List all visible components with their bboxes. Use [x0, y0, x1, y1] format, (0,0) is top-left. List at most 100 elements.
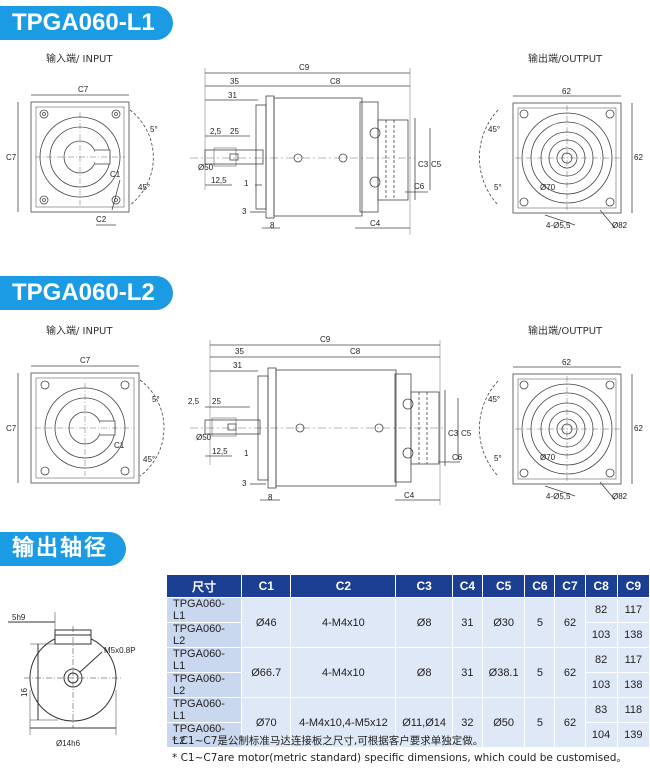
l2-side-body	[190, 340, 460, 505]
cell-c6: 5	[524, 647, 556, 698]
dim-c4-l2: C4	[404, 491, 415, 500]
dim-angle-5-out-l2: 5°	[494, 454, 502, 463]
l1-output-flange	[479, 95, 633, 229]
dim-angle-5: 5°	[150, 125, 158, 134]
dim-62-top-l2: 62	[562, 358, 571, 367]
dim-phi82-l2: Ø82	[612, 492, 628, 501]
table-row: TPGA060-L2 104 139	[165, 722, 650, 748]
dim-c3-l2: C3	[448, 429, 459, 438]
model-cell: TPGA060-L1	[165, 597, 243, 623]
dim-8: 8	[270, 221, 275, 230]
shaft-diameter: Ø14h6	[56, 739, 81, 748]
l2-input-flange	[17, 365, 165, 484]
dim-phi70: Ø70	[540, 183, 556, 192]
note-en: * C1~C7are motor(metric standard) specif…	[172, 752, 627, 764]
dim-31: 31	[228, 91, 237, 100]
dim-c8: C8	[330, 77, 341, 86]
table-row: TPGA060-L1 Ø66.7 4-M4x10 Ø8 31 Ø38.1 5 6…	[165, 647, 650, 698]
dim-3-l2: 3	[242, 479, 247, 488]
dim-62-top: 62	[562, 87, 571, 96]
dim-angle-5-out: 5°	[494, 183, 502, 192]
dim-c6: C6	[414, 182, 425, 191]
cell-c7: 62	[554, 647, 586, 698]
dim-35-l2: 35	[235, 347, 244, 356]
cell-c9: 139	[616, 722, 650, 748]
spec-table: 尺寸 C1 C2 C3 C4 C5 C6 C7 C8 C9 TPGA060-L1…	[165, 574, 650, 748]
header-size: 尺寸	[165, 574, 243, 598]
cell-c8: 103	[584, 622, 618, 648]
dim-c6-l2: C6	[452, 453, 463, 462]
table-row: TPGA060-L1 Ø70 4-M4x10,4-M5x12 Ø11,Ø14 3…	[165, 697, 650, 748]
dim-62-side-l2: 62	[634, 424, 643, 433]
cell-c9: 138	[616, 672, 650, 698]
note-cn: * C1~C7是公制标准马达连接板之尺寸,可根据客户要求单独定做。	[172, 735, 484, 747]
shaft-height: 16	[20, 688, 29, 697]
header-c4: C4	[451, 574, 483, 598]
dim-phi50-l2: Ø50	[196, 433, 212, 442]
cell-c9: 138	[616, 622, 650, 648]
dim-2-5-l2: 2,5	[188, 397, 200, 406]
cell-c8: 83	[584, 697, 618, 723]
output-view-label: 输出端/OUTPUT	[528, 54, 603, 65]
header-c2: C2	[290, 574, 397, 598]
output-view-label-l2: 输出端/OUTPUT	[528, 326, 603, 337]
cell-c4: 31	[451, 647, 483, 698]
cell-c9: 117	[616, 597, 650, 623]
dim-c7-side: C7	[6, 153, 17, 162]
dim-angle-45-out: 45°	[488, 125, 500, 134]
cell-c3: Ø11,Ø14	[395, 697, 453, 748]
cell-c8: 82	[584, 597, 618, 623]
l1-dim-text: C7 C7 C1 C2 5° 45° C9 35 C8 31 2,5 25 Ø5…	[6, 63, 643, 230]
model-cell: TPGA060-L2	[165, 722, 243, 748]
l2-dim-text: C7 C7 C1 5° 45° C9 35 C8 31 2,5 25 Ø50 1…	[6, 335, 643, 502]
table-row: TPGA060-L2 103 138	[165, 622, 650, 648]
cell-c3: Ø8	[395, 597, 453, 648]
shaft-thread: M5x0.8P	[104, 646, 136, 655]
l1-side-body	[190, 68, 431, 235]
dim-25-l2: 25	[212, 397, 221, 406]
model-cell: TPGA060-L1	[165, 697, 243, 723]
dim-62-side: 62	[634, 153, 643, 162]
dim-12-5: 12,5	[211, 176, 227, 185]
header-c1: C1	[241, 574, 292, 598]
dim-angle-5-l2: 5°	[152, 395, 160, 404]
dim-c4: C4	[370, 219, 381, 228]
table-header-row: 尺寸 C1 C2 C3 C4 C5 C6 C7 C8 C9	[165, 574, 650, 598]
cell-c2: 4-M4x10,4-M5x12	[290, 697, 397, 748]
cell-c4: 31	[451, 597, 483, 648]
dim-c1: C1	[110, 170, 121, 179]
dim-phi50: Ø50	[198, 163, 214, 172]
shaft-key-width: 5h9	[12, 613, 26, 622]
section-title-shaft: 输出轴径	[0, 532, 127, 566]
dim-3: 3	[242, 207, 247, 216]
cell-c5: Ø30	[481, 597, 526, 648]
header-c3: C3	[395, 574, 453, 598]
cell-c2: 4-M4x10	[290, 647, 397, 698]
cell-c5: Ø38.1	[481, 647, 526, 698]
cell-c7: 62	[554, 597, 586, 648]
dim-1: 1	[244, 179, 249, 188]
header-c9: C9	[616, 574, 650, 598]
cell-c9: 117	[616, 647, 650, 673]
cell-c1: Ø70	[241, 697, 292, 748]
dim-holes: 4-Ø5,5	[546, 221, 571, 230]
dim-angle-45-l2: 45°	[143, 455, 155, 464]
dim-8-l2: 8	[268, 493, 273, 502]
model-cell: TPGA060-L1	[165, 647, 243, 673]
cell-c6: 5	[524, 597, 556, 648]
dim-35: 35	[230, 77, 239, 86]
l1-input-flange	[17, 94, 154, 226]
dim-angle-45: 45°	[138, 183, 150, 192]
cell-c6: 5	[524, 697, 556, 748]
model-cell: TPGA060-L2	[165, 622, 243, 648]
cell-c1: Ø46	[241, 597, 292, 648]
dim-c7-top: C7	[78, 85, 89, 94]
dim-holes-l2: 4-Ø5,5	[546, 492, 571, 501]
dim-c9: C9	[299, 63, 310, 72]
header-c7: C7	[554, 574, 586, 598]
l2-output-flange	[479, 366, 633, 501]
cell-c9: 118	[616, 697, 650, 723]
cell-c8: 82	[584, 647, 618, 673]
